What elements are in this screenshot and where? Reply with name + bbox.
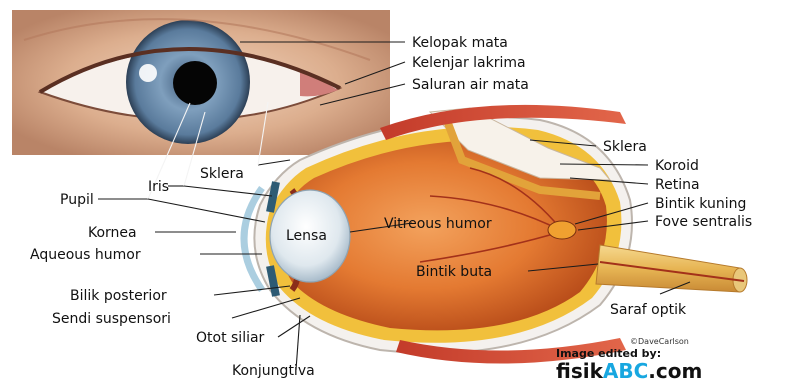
optic-nerve — [596, 245, 740, 292]
label-otot-siliar: Otot siliar — [196, 330, 265, 346]
credit-text: ©DaveCarlson — [630, 337, 689, 346]
leader-otot-siliar — [278, 316, 310, 337]
label-bintik-buta: Bintik buta — [416, 264, 492, 280]
brand-part2: ABC — [603, 359, 648, 381]
pupil-front — [173, 61, 217, 105]
label-sklera-right: Sklera — [603, 139, 647, 155]
brand-part3: .com — [648, 359, 702, 381]
label-bintik-kuning: Bintik kuning — [655, 196, 746, 212]
label-saluran-air-mata: Saluran air mata — [412, 77, 529, 93]
fovea-spot — [548, 221, 576, 239]
label-konjungtiva: Konjungtiva — [232, 363, 315, 379]
label-kornea: Kornea — [88, 225, 137, 241]
eye-highlight — [139, 64, 157, 82]
label-iris: Iris — [148, 179, 169, 195]
label-pupil: Pupil — [60, 192, 94, 208]
leader-sklera-top — [258, 160, 290, 165]
label-kelopak-mata: Kelopak mata — [412, 35, 508, 51]
label-vitreous-humor: Vitreous humor — [384, 216, 492, 232]
label-aqueous-humor: Aqueous humor — [30, 247, 141, 263]
brand-part1: fisik — [556, 359, 604, 381]
external-eye-illustration — [12, 10, 390, 155]
label-sendi-suspensori: Sendi suspensori — [52, 311, 171, 327]
label-saraf-optik: Saraf optik — [610, 302, 687, 318]
label-retina: Retina — [655, 177, 700, 193]
label-lensa: Lensa — [286, 228, 327, 244]
label-koroid: Koroid — [655, 158, 699, 174]
brand-logo: fisikABC.com — [556, 359, 702, 381]
label-fove-sentralis: Fove sentralis — [655, 214, 752, 230]
label-kelenjar-lakrima: Kelenjar lakrima — [412, 55, 526, 71]
label-sklera-top: Sklera — [200, 166, 244, 182]
label-bilik-posterior: Bilik posterior — [70, 288, 167, 304]
credits: ©DaveCarlson Image edited by: fisikABC.c… — [556, 337, 702, 381]
